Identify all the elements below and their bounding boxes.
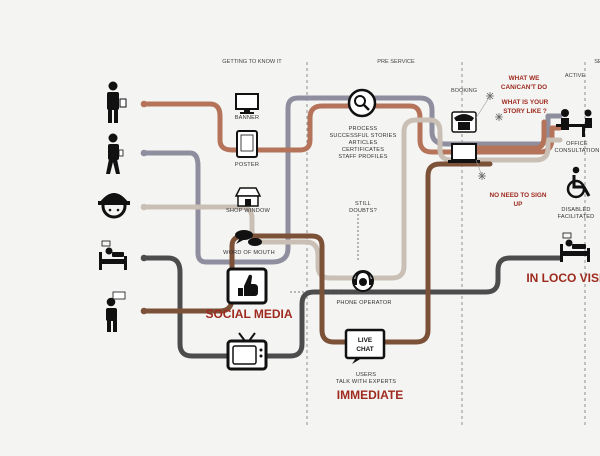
flow-line-charcoal bbox=[143, 255, 563, 359]
flow-line-copper bbox=[143, 101, 563, 155]
person-walking-icon bbox=[106, 133, 124, 174]
laptop-icon bbox=[448, 143, 480, 163]
no-need-line-1: NO NEED TO SIGN bbox=[489, 192, 546, 199]
channel-banner-label: BANNER bbox=[235, 115, 260, 121]
process-line-5: STAFF PROFILES bbox=[338, 154, 387, 160]
live-chat-box bbox=[344, 328, 386, 364]
office-line-2: CONSULTATION bbox=[555, 148, 600, 154]
channel-word-of-mouth-label: WORD OF MOUTH bbox=[223, 250, 275, 256]
users-line-2: TALK WITH EXPERTS bbox=[336, 379, 396, 385]
phase-pre-service: PRE SERVICE bbox=[377, 59, 415, 65]
phase-active: ACTIVE bbox=[565, 73, 585, 79]
live-chat-line-1: LIVE bbox=[358, 337, 373, 344]
wheelchair-icon bbox=[566, 166, 591, 199]
story-line-2: STORY LIKE ? bbox=[503, 108, 547, 115]
process-line-3: ARTICLES bbox=[349, 140, 378, 146]
hard-hat-icon bbox=[98, 193, 130, 219]
no-need-line-2: UP bbox=[514, 201, 524, 208]
connector-what-we bbox=[475, 95, 491, 119]
person-in-bed-icon bbox=[99, 240, 127, 270]
users-line-1: USERS bbox=[356, 372, 376, 378]
start-dot-brown bbox=[140, 307, 148, 315]
still-doubts-line-2: DOUBTS? bbox=[349, 208, 377, 214]
live-chat-line-2: CHAT bbox=[356, 346, 373, 353]
what-we-line-1: WHAT WE bbox=[509, 75, 540, 82]
tv-icon bbox=[226, 332, 268, 371]
start-dot-slate bbox=[140, 149, 148, 157]
thumbs-up-icon bbox=[226, 267, 268, 305]
process-line-4: CERTIFICATES bbox=[342, 147, 384, 153]
office-line-1: OFFICE bbox=[566, 141, 588, 147]
what-we-line-2: CAN/CAN'T DO bbox=[501, 84, 547, 91]
story-line-1: WHAT IS YOUR bbox=[502, 99, 549, 106]
disabled-line-1: DISABLED bbox=[561, 207, 590, 213]
process-line-1: PROCESS bbox=[349, 126, 378, 132]
process-line-2: SUCCESSFUL STORIES bbox=[329, 133, 396, 139]
start-dot-copper bbox=[140, 100, 148, 108]
channel-poster-label: POSTER bbox=[235, 162, 259, 168]
headset-operator-icon bbox=[352, 270, 374, 292]
phase-getting-to-know-it: GETTING TO KNOW IT bbox=[222, 59, 282, 65]
flow-line-slate bbox=[143, 95, 563, 265]
start-dot-beige bbox=[140, 203, 148, 211]
person-briefcase-icon bbox=[107, 81, 127, 123]
still-doubts-line-1: STILL bbox=[355, 201, 371, 207]
magnifier-icon bbox=[347, 88, 377, 118]
connector-no-need bbox=[475, 159, 483, 177]
person-speech-icon bbox=[106, 291, 126, 332]
social-media-title: SOCIAL MEDIA bbox=[205, 307, 292, 321]
sparkle-icon bbox=[478, 92, 503, 180]
disabled-line-2: FACILITATED bbox=[558, 214, 595, 220]
immediate-title: IMMEDIATE bbox=[337, 388, 403, 402]
telephone-icon bbox=[451, 111, 477, 133]
in-loco-visit-title: IN LOCO VISIT bbox=[526, 271, 600, 285]
phone-operator-label: PHONE OPERATOR bbox=[336, 300, 391, 306]
start-dot-charcoal bbox=[140, 254, 148, 262]
phase-booking: BOOKING bbox=[451, 88, 477, 94]
flow-line-copper-office bbox=[467, 119, 547, 151]
office-desk-icon bbox=[556, 109, 592, 137]
shop-icon bbox=[234, 187, 262, 207]
monitor-icon bbox=[235, 93, 259, 114]
tablet-icon bbox=[236, 130, 258, 158]
channel-shop-window-label: SHOP WINDOW bbox=[226, 208, 271, 214]
speech-bubbles-icon bbox=[235, 230, 262, 246]
bed-visit-icon bbox=[560, 232, 590, 262]
phase-service-cut: SE bbox=[594, 59, 600, 65]
